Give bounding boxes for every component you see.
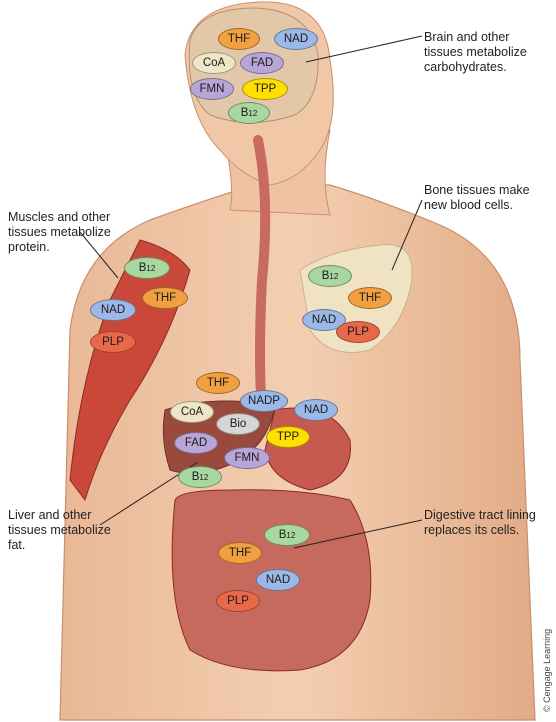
vitamin-liver-bio: Bio	[216, 413, 260, 435]
bone-leader	[391, 199, 423, 271]
vitamin-brain-fad: FAD	[240, 52, 284, 74]
vitamin-liver-fad: FAD	[174, 432, 218, 454]
vitamin-muscle-nad: NAD	[90, 299, 136, 321]
vitamin-brain-thf: THF	[218, 28, 260, 50]
liver-label: Liver and other tissues metabolize fat.	[8, 508, 111, 552]
vitamin-muscle-thf: THF	[142, 287, 188, 309]
vitamin-liver-nadp: NADP	[240, 390, 288, 412]
digestive-label: Digestive tract lining replaces its cell…	[424, 508, 536, 537]
vitamin-liver-nad: NAD	[294, 399, 338, 421]
vitamin-brain-nad: NAD	[274, 28, 318, 50]
vitamin-bone-nad: NAD	[302, 309, 346, 331]
vitamin-liver-coa: CoA	[170, 401, 214, 423]
vitamin-bone-thf: THF	[348, 287, 392, 309]
brain-label: Brain and other tissues metabolize carbo…	[424, 30, 527, 74]
vitamin-digestive-plp: PLP	[216, 590, 260, 612]
muscle-leader	[79, 231, 119, 279]
vitamin-liver-fmn: FMN	[224, 447, 270, 469]
bone-label: Bone tissues make new blood cells.	[424, 183, 530, 212]
vitamin-bone-plp: PLP	[336, 321, 380, 343]
credit-text: © Cengage Learning	[542, 628, 552, 712]
vitamin-muscle-plp: PLP	[90, 331, 136, 353]
digestive-leader	[293, 519, 423, 549]
vitamin-brain-coa: CoA	[192, 52, 236, 74]
vitamin-brain-tpp: TPP	[242, 78, 288, 100]
vitamin-liver-thf: THF	[196, 372, 240, 394]
vitamin-brain-fmn: FMN	[190, 78, 234, 100]
vitamin-liver-tpp: TPP	[266, 426, 310, 448]
vitamin-digestive-thf: THF	[218, 542, 262, 564]
muscle-label: Muscles and other tissues metabolize pro…	[8, 210, 111, 254]
vitamin-digestive-nad: NAD	[256, 569, 300, 591]
esophagus-shape	[253, 135, 271, 415]
brain-leader	[305, 35, 423, 63]
